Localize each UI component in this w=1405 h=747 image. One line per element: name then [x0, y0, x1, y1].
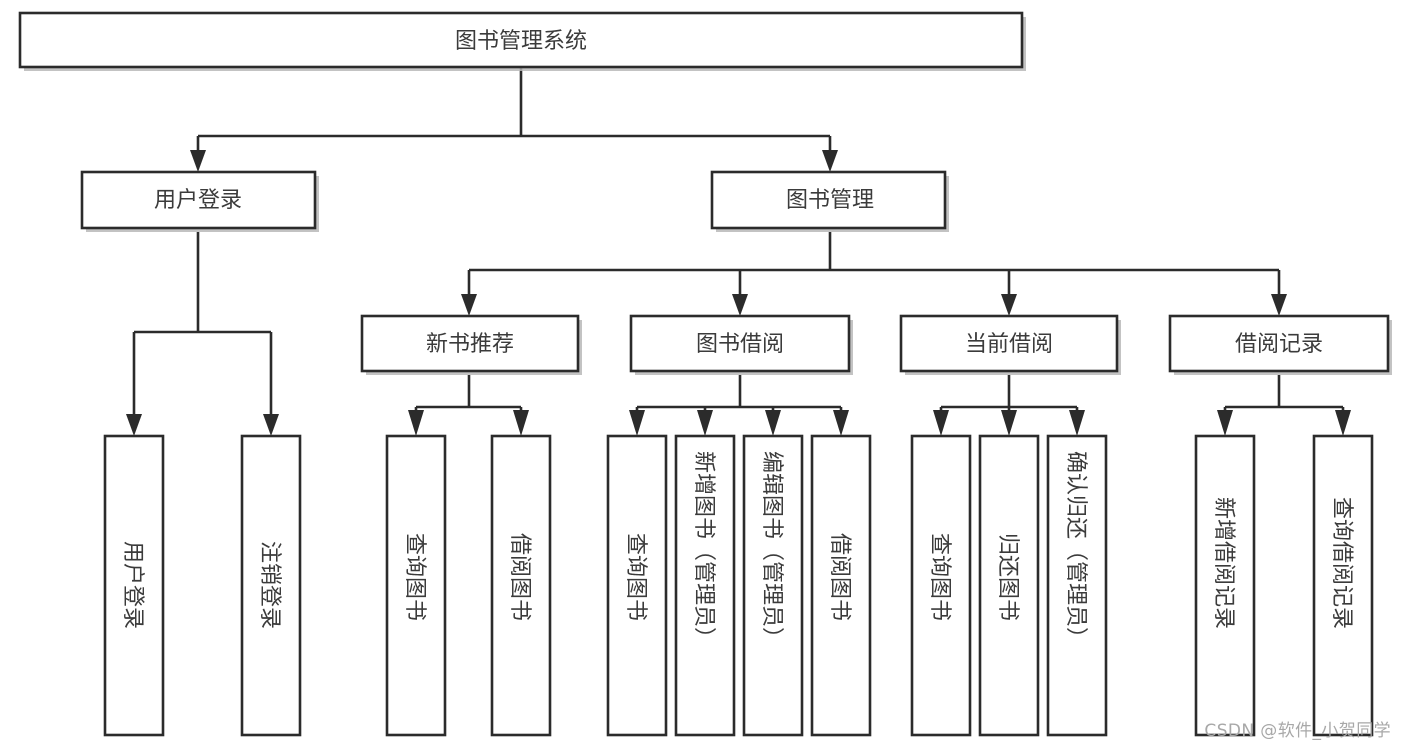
leaf-edit-book[interactable]: 编辑图书（管理员） [742, 434, 804, 737]
arrow-to-current-borrow [1001, 294, 1017, 316]
connector-layer [126, 67, 1351, 436]
node-book-manage-label: 图书管理 [786, 188, 874, 213]
node-book-borrow-box[interactable] [629, 314, 851, 373]
leaf-borrow-book-2-box[interactable] [810, 434, 872, 737]
arrow-to-borrow-record [1271, 294, 1287, 316]
node-borrow-record-box[interactable] [1168, 314, 1390, 373]
node-new-book-rec-label: 新书推荐 [426, 332, 514, 357]
leaf-logout[interactable]: 注销登录 [240, 434, 302, 737]
leaf-query-book-3-label: 查询图书 [927, 533, 952, 621]
leaf-add-book-label: 新增图书（管理员） [691, 451, 716, 649]
arrow-to-user-login [190, 150, 206, 172]
arrow-leaf-confirm-return [1069, 410, 1085, 436]
node-user-login[interactable]: 用户登录 [80, 170, 319, 232]
leaf-query-book-1-label: 查询图书 [402, 533, 427, 621]
arrow-leaf-return-book [1001, 410, 1017, 436]
node-user-login-box[interactable] [80, 170, 317, 230]
leaf-query-book-1-box[interactable] [385, 434, 447, 737]
leaf-add-book[interactable]: 新增图书（管理员） [674, 434, 736, 737]
arrow-leaf-query-book-1 [408, 410, 424, 436]
arrow-leaf-borrow-book-1 [513, 410, 529, 436]
leaf-add-book-box[interactable] [674, 434, 736, 737]
arrow-leaf-query-book-3 [933, 410, 949, 436]
arrow-to-new-book-rec [461, 294, 477, 316]
arrow-leaf-query-record [1335, 410, 1351, 436]
arrow-leaf-borrow-book-2 [833, 410, 849, 436]
node-root[interactable]: 图书管理系统 [18, 11, 1026, 71]
arrow-leaf-edit-book [765, 410, 781, 436]
leaf-confirm-return-box[interactable] [1046, 434, 1108, 737]
leaf-logout-label: 注销登录 [257, 541, 282, 629]
arrow-leaf-add-book [697, 410, 713, 436]
leaf-borrow-book-2[interactable]: 借阅图书 [810, 434, 872, 737]
leaf-query-book-2-label: 查询图书 [623, 533, 648, 621]
node-current-borrow-box[interactable] [899, 314, 1119, 373]
node-current-borrow[interactable]: 当前借阅 [899, 314, 1121, 375]
leaf-return-book-box[interactable] [978, 434, 1040, 737]
node-borrow-record[interactable]: 借阅记录 [1168, 314, 1392, 375]
node-new-book-rec[interactable]: 新书推荐 [360, 314, 582, 375]
leaf-borrow-book-1-label: 借阅图书 [507, 533, 532, 621]
node-borrow-record-label: 借阅记录 [1235, 332, 1323, 357]
arrow-to-book-borrow [732, 294, 748, 316]
leaf-query-book-2-box[interactable] [606, 434, 668, 737]
leaf-user-login-label: 用户登录 [120, 541, 145, 629]
leaf-query-book-1[interactable]: 查询图书 [385, 434, 447, 737]
leaf-borrow-book-2-label: 借阅图书 [827, 533, 852, 621]
leaf-confirm-return-label: 确认归还（管理员） [1063, 451, 1088, 649]
leaf-borrow-book-1-box[interactable] [490, 434, 552, 737]
leaf-query-record[interactable]: 查询借阅记录 [1312, 434, 1374, 737]
node-book-manage[interactable]: 图书管理 [710, 170, 949, 232]
leaf-query-book-2[interactable]: 查询图书 [606, 434, 668, 737]
leaf-logout-box[interactable] [240, 434, 302, 737]
node-user-login-label: 用户登录 [154, 188, 242, 213]
leaf-edit-book-label: 编辑图书（管理员） [759, 451, 784, 649]
node-current-borrow-label: 当前借阅 [965, 332, 1053, 357]
leaf-user-login[interactable]: 用户登录 [103, 434, 165, 737]
leaf-return-book[interactable]: 归还图书 [978, 434, 1040, 737]
leaf-query-book-3-box[interactable] [910, 434, 972, 737]
leaf-add-record-label: 新增借阅记录 [1211, 497, 1236, 629]
node-new-book-rec-box[interactable] [360, 314, 580, 373]
leaf-edit-book-box[interactable] [742, 434, 804, 737]
arrow-to-book-manage [822, 150, 838, 172]
arrow-leaf-query-book-2 [629, 410, 645, 436]
leaf-user-login-box[interactable] [103, 434, 165, 737]
leaf-add-record-box[interactable] [1194, 434, 1256, 737]
node-book-borrow-label: 图书借阅 [696, 332, 784, 357]
leaf-query-book-3[interactable]: 查询图书 [910, 434, 972, 737]
leaf-add-record[interactable]: 新增借阅记录 [1194, 434, 1256, 737]
leaf-return-book-label: 归还图书 [995, 533, 1020, 621]
arrow-leaf-add-record [1217, 410, 1233, 436]
node-root-box[interactable] [18, 11, 1024, 69]
leaf-borrow-book-1[interactable]: 借阅图书 [490, 434, 552, 737]
arrow-leaf-user-login [126, 414, 142, 436]
leaf-confirm-return[interactable]: 确认归还（管理员） [1046, 434, 1108, 737]
arrow-leaf-logout [263, 414, 279, 436]
leaf-query-record-label: 查询借阅记录 [1329, 497, 1354, 629]
node-root-label: 图书管理系统 [455, 29, 587, 54]
node-book-manage-box[interactable] [710, 170, 947, 230]
node-book-borrow[interactable]: 图书借阅 [629, 314, 853, 375]
leaf-query-record-box[interactable] [1312, 434, 1374, 737]
